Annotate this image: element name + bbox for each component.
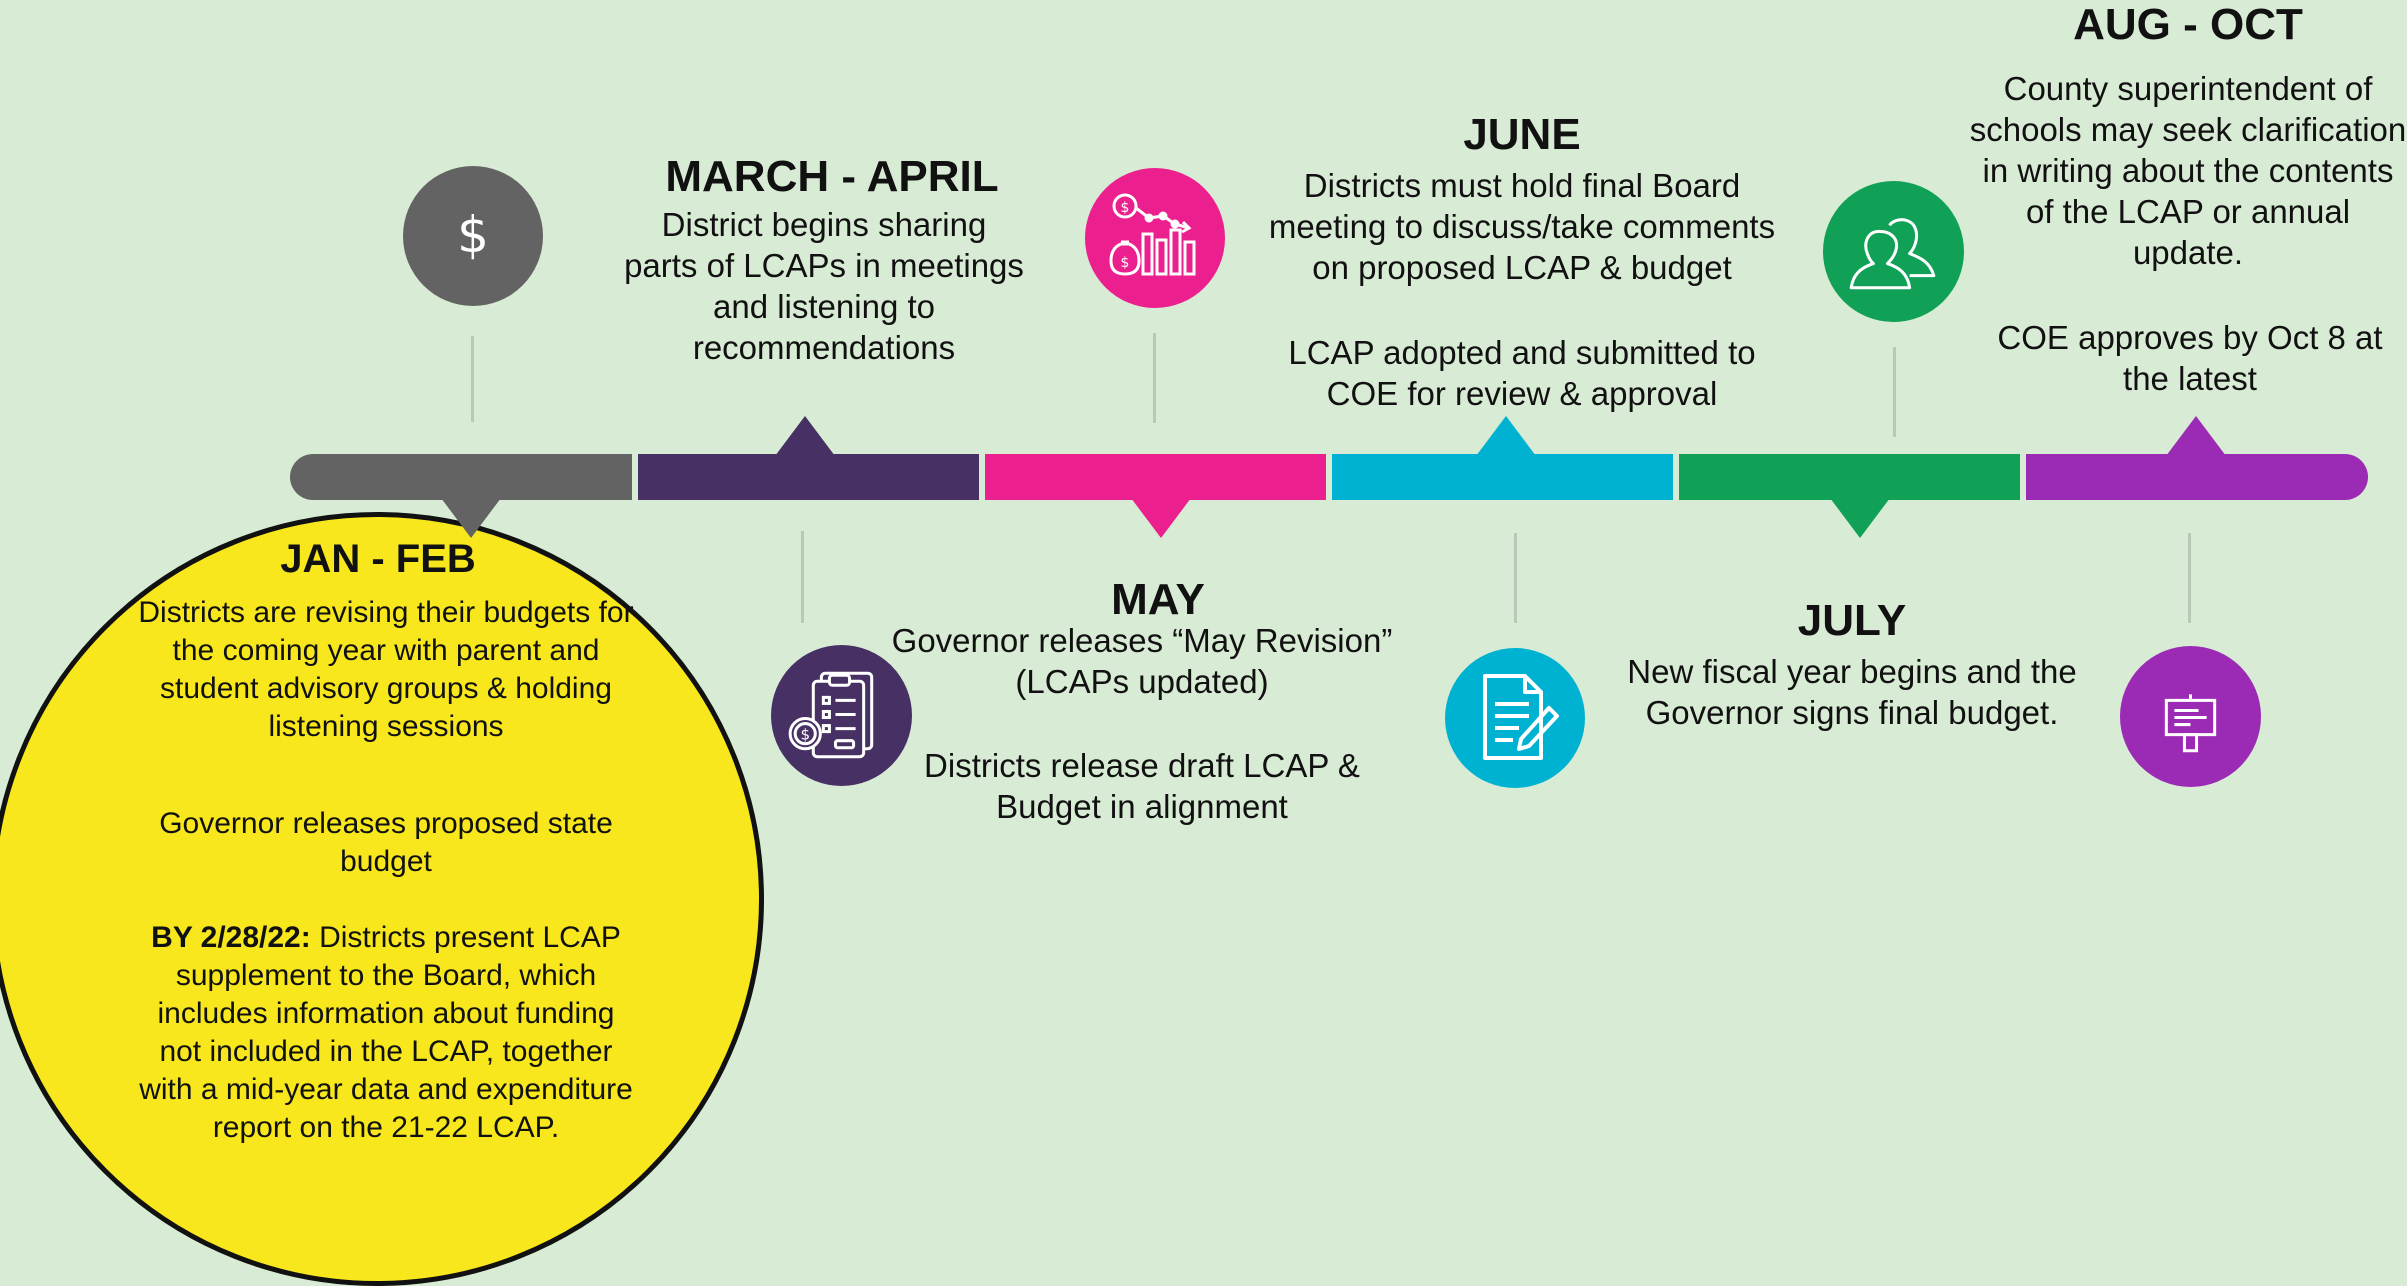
connector-line-march-april [801, 531, 804, 623]
may-title: MAY [1111, 575, 1205, 624]
connector-line-jan-feb [471, 336, 474, 422]
connector-line-may [1153, 333, 1156, 423]
timeline-segment-july [1679, 454, 2020, 500]
connector-line-aug-oct [2188, 533, 2191, 623]
aug-oct-title: AUG - OCT [2073, 0, 2303, 49]
july-title: JULY [1797, 596, 1907, 645]
timeline-segment-may [985, 454, 1326, 500]
jan-feb-title: JAN - FEB [280, 537, 476, 581]
aug-oct-text-2: COE approves by Oct 8 at the latest [1997, 319, 2383, 397]
svg-text:$: $ [800, 726, 810, 744]
dollar-icon: $ [403, 166, 543, 306]
document-pen-icon [1445, 648, 1585, 788]
connector-line-july [1893, 347, 1896, 437]
timeline-pointer-may [1131, 498, 1191, 538]
march-april-text-1: District begins sharing parts of LCAPs i… [624, 206, 1024, 366]
timeline-pointer-aug-oct [2166, 416, 2226, 456]
timeline-pointer-march-april [775, 416, 835, 456]
march-april-title: MARCH - APRIL [665, 152, 999, 201]
jan-feb-deadline-label: BY 2/28/22: [151, 921, 311, 954]
timeline-segment-jan-feb [290, 454, 632, 500]
jan-feb-deadline-text: Districts present LCAP supplement to the… [139, 921, 633, 1144]
timeline-segment-june [1332, 454, 1673, 500]
timeline-pointer-june [1476, 416, 1536, 456]
timeline-pointer-july [1830, 498, 1890, 538]
aug-oct-text-1: County superintendent of schools may see… [1969, 70, 2407, 271]
timeline-segment-aug-oct [2026, 454, 2368, 500]
june-text-1: Districts must hold final Board meeting … [1268, 167, 1776, 286]
july-text-1: New fiscal year begins and the Governor … [1627, 653, 2077, 731]
jan-feb-text-3: BY 2/28/22: Districts present LCAP suppl… [136, 919, 636, 1147]
money-chart-icon: $ $ [1085, 168, 1225, 308]
connector-line-june [1514, 533, 1517, 623]
timeline-pointer-jan-feb [441, 498, 501, 538]
jan-feb-text-2: Governor releases proposed state budget [159, 807, 613, 878]
jan-feb-text-1: Districts are revising their budgets for… [138, 596, 634, 743]
svg-text:$: $ [457, 206, 489, 264]
people-icon [1823, 181, 1964, 322]
timeline-segment-march-april [638, 454, 979, 500]
may-text-1: Governor releases “May Revision” (LCAPs … [891, 622, 1393, 700]
june-text-2: LCAP adopted and submitted to COE for re… [1288, 334, 1756, 412]
may-text-2: Districts release draft LCAP & Budget in… [924, 747, 1360, 825]
signboard-icon [2120, 646, 2261, 787]
svg-text:$: $ [1121, 200, 1130, 216]
june-title: JUNE [1463, 110, 1581, 159]
jan-feb-highlight-circle [0, 512, 764, 1286]
svg-text:$: $ [1121, 255, 1130, 271]
budget-document-icon: $ [771, 645, 912, 786]
